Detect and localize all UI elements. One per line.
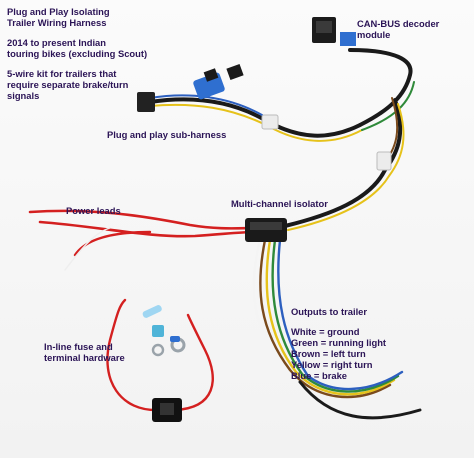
- kit-line-3: signals: [7, 90, 40, 101]
- canbus-callout: CAN-BUS decoder module: [357, 18, 439, 40]
- canbus-label-line-2: module: [357, 29, 391, 40]
- subharness-callout: Plug and play sub-harness: [107, 129, 227, 140]
- terminal-hardware: [142, 305, 186, 357]
- fitment-line-2: touring bikes (excluding Scout): [7, 48, 148, 59]
- legend-item-yellow: Yellow = right turn: [291, 359, 373, 370]
- fuse-label-line-1: In-line fuse and: [44, 341, 113, 352]
- product-title-block: Plug and Play Isolating Trailer Wiring H…: [7, 6, 110, 28]
- subharness-plug: [137, 63, 244, 112]
- fitment-block: 2014 to present Indian touring bikes (ex…: [7, 37, 147, 59]
- kit-line-1: 5-wire kit for trailers that: [7, 68, 117, 79]
- kit-description-block: 5-wire kit for trailers that require sep…: [7, 68, 128, 101]
- legend-item-blue: Blue = brake: [291, 370, 348, 381]
- canbus-label-line-1: CAN-BUS decoder: [357, 18, 440, 29]
- isolator-callout: Multi-channel isolator: [231, 198, 328, 209]
- power-leads-callout: Power leads: [66, 205, 121, 216]
- isolator-box: [245, 218, 287, 242]
- fuse-assembly: [106, 298, 214, 422]
- legend-item-brown: Brown = left turn: [291, 348, 366, 359]
- fuse-callout: In-line fuse and terminal hardware: [44, 341, 125, 363]
- main-harness-bundle: [148, 48, 422, 420]
- canbus-module: [312, 17, 356, 46]
- legend-item-white: White = ground: [291, 326, 360, 337]
- outputs-callout: Outputs to trailer: [291, 306, 368, 317]
- title-line-2: Trailer Wiring Harness: [7, 17, 107, 28]
- fitment-line-1: 2014 to present Indian: [7, 37, 106, 48]
- white-inline-connector: [376, 151, 392, 171]
- power-leads: [28, 209, 257, 271]
- kit-line-2: require separate brake/turn: [7, 79, 129, 90]
- wire-color-legend: White = ground Green = running light Bro…: [291, 326, 386, 381]
- fuse-label-line-2: terminal hardware: [44, 352, 125, 363]
- title-line-1: Plug and Play Isolating: [7, 6, 110, 17]
- white-inline-connector: [261, 114, 279, 130]
- legend-item-green: Green = running light: [291, 337, 387, 348]
